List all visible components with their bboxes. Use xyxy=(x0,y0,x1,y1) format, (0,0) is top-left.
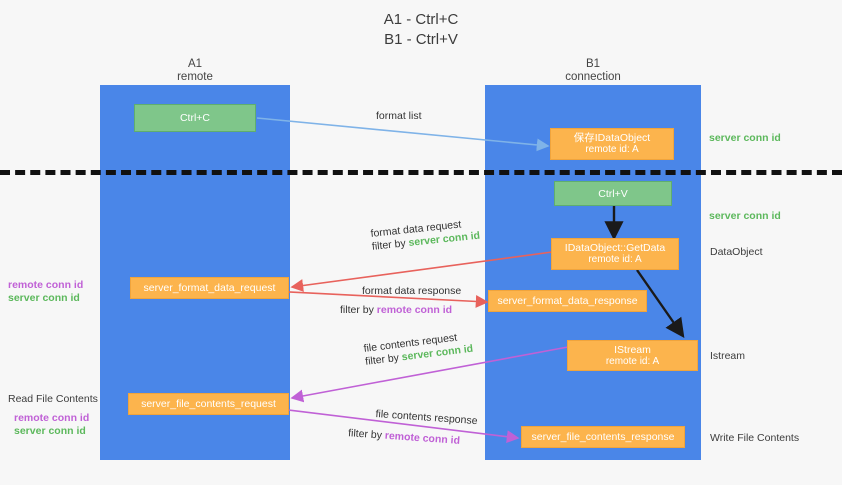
edge-label-format-data-response-line1: format data response xyxy=(362,285,462,297)
annotation-remote-conn-id-2: remote conn id xyxy=(14,412,90,424)
edge-label-format-data-request: format data request filter by server con… xyxy=(370,217,481,254)
lane-a1-subtitle: remote xyxy=(177,71,213,83)
annotation-server-conn-id-mid: server conn id xyxy=(709,210,781,222)
box-ctrl-c[interactable]: Ctrl+C xyxy=(134,104,256,132)
annotation-remote-conn-id-1: remote conn id xyxy=(8,279,84,291)
box-server-file-contents-response-label: server_file_contents_response xyxy=(531,431,675,443)
box-istream-sub: remote id: A xyxy=(605,355,660,367)
filter-key-remote-conn-id: remote conn id xyxy=(384,429,461,447)
edge-label-format-list-text: format list xyxy=(376,110,422,122)
lane-header-a1: A1 remote xyxy=(100,58,290,84)
filter-prefix: filter by xyxy=(340,304,377,316)
box-ctrl-v[interactable]: Ctrl+V xyxy=(554,181,672,206)
box-ctrl-v-label: Ctrl+V xyxy=(598,187,628,200)
box-save-dataobject[interactable]: 保存IDataObject remote id: A xyxy=(550,128,674,160)
annotation-dataobject: DataObject xyxy=(710,246,763,258)
box-getdata[interactable]: IDataObject::GetData remote id: A xyxy=(551,238,679,270)
lane-b1-name: B1 xyxy=(585,58,601,70)
annotation-server-conn-id-1: server conn id xyxy=(8,292,80,304)
filter-key-remote-conn-id: remote conn id xyxy=(376,304,453,316)
box-server-file-contents-request[interactable]: server_file_contents_request xyxy=(128,393,289,415)
box-save-dataobject-label: 保存IDataObject xyxy=(573,132,651,144)
title-line-2: B1 - Ctrl+V xyxy=(384,31,458,48)
box-ctrl-c-label: Ctrl+C xyxy=(179,112,211,124)
edge-label-format-data-response: format data response filter by remote co… xyxy=(340,285,462,317)
title-line-1: A1 - Ctrl+C xyxy=(383,11,459,28)
diagram-title: A1 - Ctrl+C B1 - Ctrl+V xyxy=(0,10,842,50)
box-save-dataobject-sub: remote id: A xyxy=(585,144,639,155)
edge-label-format-list: format list xyxy=(376,110,422,123)
filter-prefix: filter by xyxy=(371,237,410,253)
box-getdata-label: IDataObject::GetData xyxy=(564,242,666,254)
annotation-write-file-contents: Write File Contents xyxy=(710,432,800,444)
edge-label-file-contents-request: file contents request filter by server c… xyxy=(363,330,474,369)
box-getdata-sub: remote id: A xyxy=(588,254,642,265)
box-server-format-data-response-label: server_format_data_response xyxy=(497,295,638,307)
lane-b1-subtitle: connection xyxy=(565,71,621,83)
annotation-server-conn-id-2: server conn id xyxy=(14,425,86,437)
box-server-format-data-response[interactable]: server_format_data_response xyxy=(488,290,647,312)
filter-prefix: filter by xyxy=(347,427,386,442)
box-istream[interactable]: IStream remote id: A xyxy=(567,340,698,371)
edge-label-file-contents-response: file contents response filter by remote … xyxy=(348,408,478,449)
annotation-server-conn-id-top: server conn id xyxy=(709,132,781,144)
box-server-file-contents-request-label: server_file_contents_request xyxy=(141,398,276,410)
lane-a1-name: A1 xyxy=(187,58,203,70)
box-server-format-data-request[interactable]: server_format_data_request xyxy=(130,277,289,299)
phase-divider xyxy=(0,170,842,175)
box-server-format-data-request-label: server_format_data_request xyxy=(143,282,276,294)
lane-header-b1: B1 connection xyxy=(485,58,701,84)
annotation-istream: Istream xyxy=(710,350,746,362)
annotation-read-file-contents: Read File Contents xyxy=(8,393,98,405)
box-server-file-contents-response[interactable]: server_file_contents_response xyxy=(521,426,685,448)
edge-label-file-contents-response-line1: file contents response xyxy=(375,408,478,428)
box-istream-label: IStream xyxy=(614,343,651,356)
edge-label-file-contents-response-line2: filter by remote conn id xyxy=(348,427,477,449)
edge-label-format-data-response-line2: filter by remote conn id xyxy=(340,304,461,317)
